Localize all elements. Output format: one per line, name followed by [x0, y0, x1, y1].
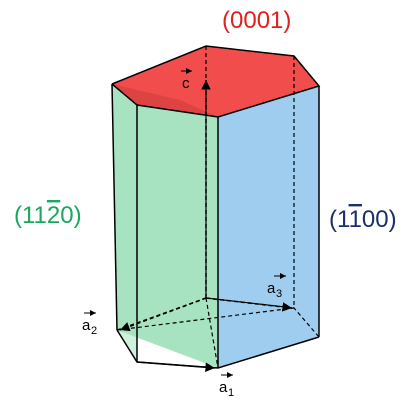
- a1-axis-arrow: [136, 361, 216, 373]
- green-prism-side-strip: [112, 84, 137, 362]
- prism-a-plane-label: (1120): [14, 202, 82, 229]
- a2-vector-label: a 2: [82, 310, 97, 337]
- svg-text:2: 2: [91, 325, 97, 337]
- a2-axis-arrow: [119, 297, 207, 332]
- green-prism-face: [112, 84, 218, 368]
- prism-a-plane-bar-digit: 2: [47, 202, 60, 229]
- prism-m-plane-prefix: (1: [329, 206, 350, 233]
- blue-prism-face: [218, 86, 319, 368]
- svg-text:a: a: [267, 280, 276, 297]
- vector-arrows: [119, 80, 293, 373]
- svg-text:c: c: [182, 75, 190, 92]
- svg-text:1: 1: [228, 387, 234, 399]
- c-vector-label: c: [181, 68, 192, 92]
- a3-axis-arrow: [205, 297, 293, 312]
- prism-m-plane-label: (1100): [329, 206, 397, 233]
- svg-text:a: a: [219, 379, 228, 396]
- svg-text:3: 3: [276, 288, 282, 300]
- a1-vector-label: a 1: [219, 372, 234, 399]
- prism-m-plane-suffix: 00): [362, 206, 397, 233]
- basal-plane-shade: [112, 84, 218, 117]
- prism-a-plane-prefix: (11: [14, 202, 47, 229]
- a3-vector-label: a 3: [267, 273, 286, 300]
- basal-plane-label: (0001): [222, 7, 291, 34]
- prism-m-plane-bar-digit: 1: [349, 206, 362, 233]
- prism-a-plane-suffix: 0): [60, 202, 81, 229]
- svg-text:a: a: [82, 317, 91, 334]
